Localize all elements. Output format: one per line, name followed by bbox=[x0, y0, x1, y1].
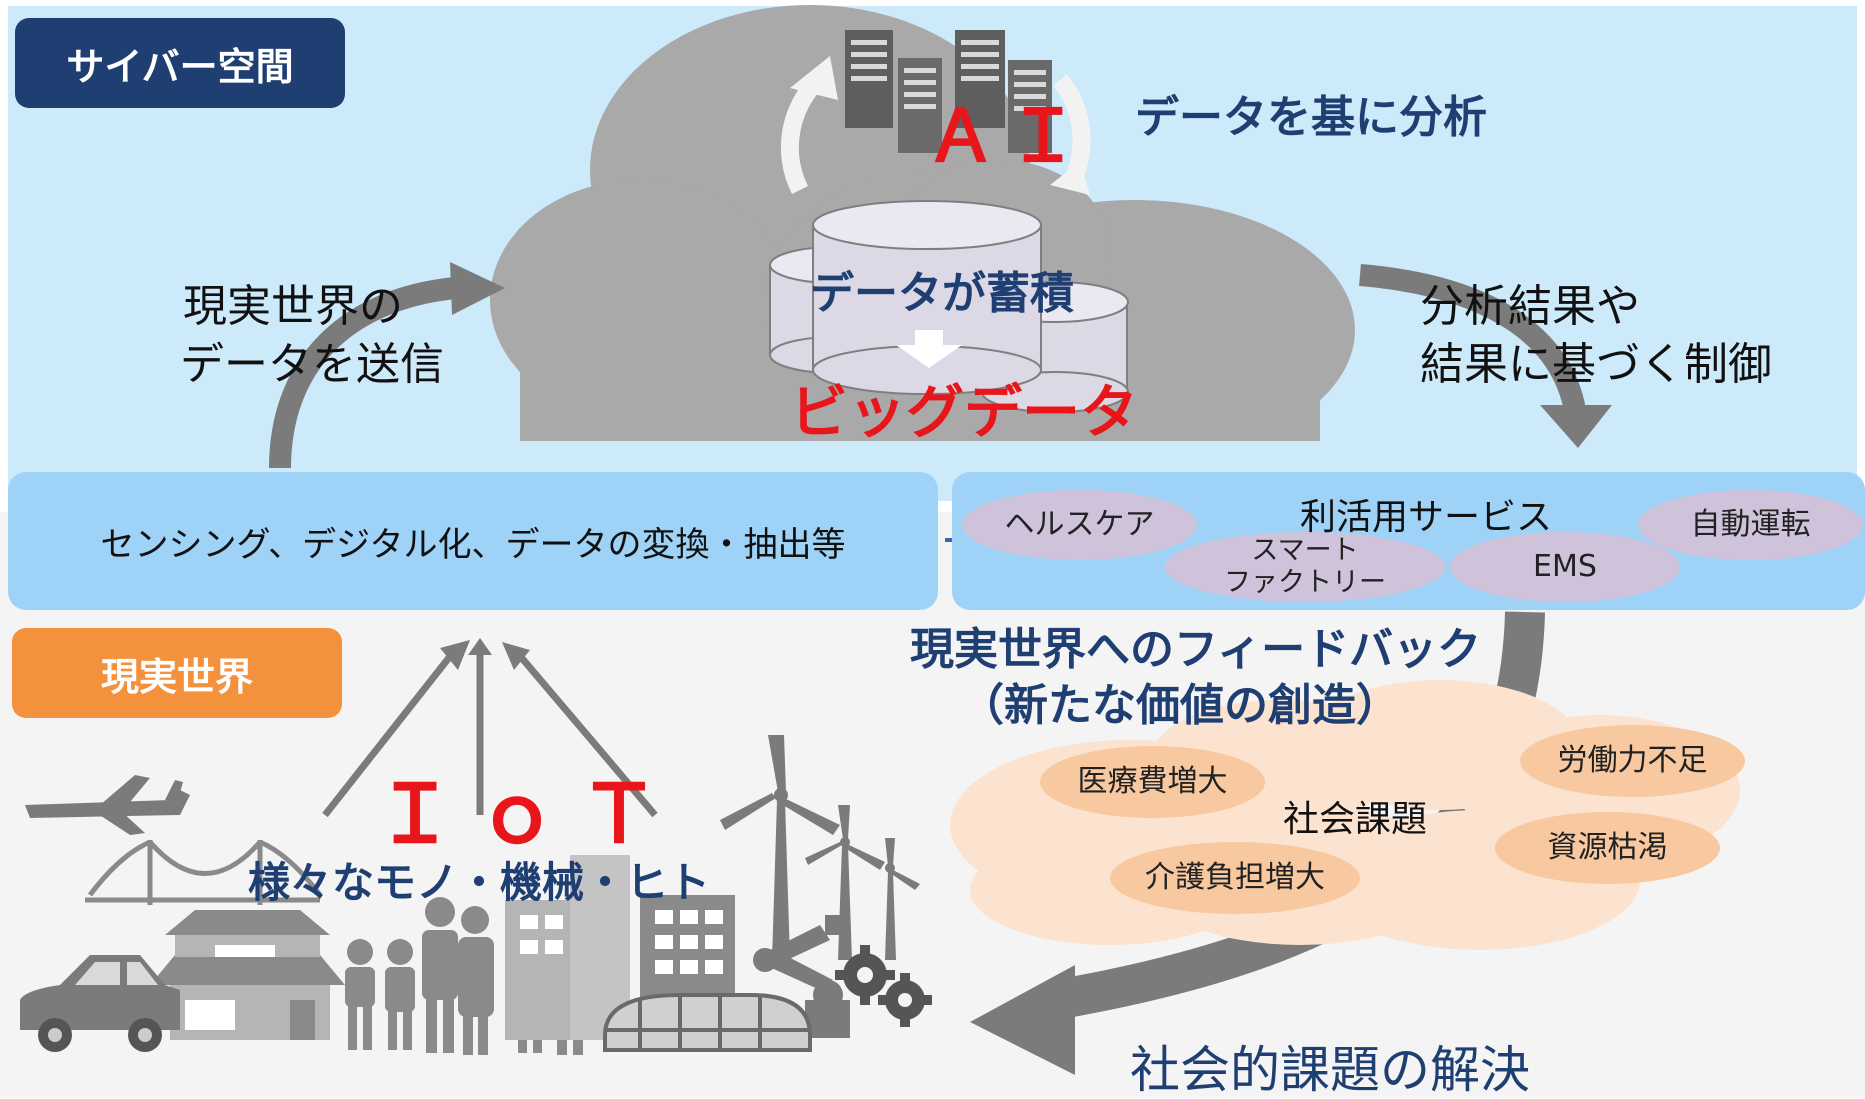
down-arrow-icon bbox=[896, 330, 962, 368]
service-item-healthcare: ヘルスケア bbox=[962, 490, 1197, 560]
greenhouse-icon bbox=[603, 993, 812, 1052]
control-label-line2: 結果に基づく制御 bbox=[1420, 339, 1772, 390]
cycle-arrowhead-left bbox=[790, 56, 838, 100]
ai-caption: データを基に分析 bbox=[1135, 92, 1487, 143]
accumulate-label: データが蓄積 bbox=[810, 268, 1074, 319]
iot-label: ＩｏＴ bbox=[375, 768, 681, 861]
bigdata-label: ビッグデータ bbox=[790, 378, 1139, 446]
server-rack-icon bbox=[845, 30, 1052, 153]
real-world-label: 現実世界 bbox=[12, 628, 342, 718]
social-issue-labor-shortage: 労働力不足 bbox=[1520, 725, 1745, 797]
iot-arrowhead-2 bbox=[468, 638, 492, 655]
building-icon bbox=[505, 855, 735, 1040]
iot-arrows bbox=[322, 647, 658, 818]
iot-arrowhead-1 bbox=[440, 640, 470, 670]
service-item-smart-factory: スマート ファクトリー bbox=[1165, 532, 1445, 602]
social-issue-care-burden: 介護負担増大 bbox=[1110, 842, 1360, 914]
service-item-autonomous-driving: 自動運転 bbox=[1638, 490, 1863, 560]
feedback-label-line2: （新たな価値の創造） bbox=[960, 680, 1400, 731]
feedback-arrowhead bbox=[970, 965, 1075, 1075]
iot-caption: 様々なモノ・機械・ヒト bbox=[248, 858, 711, 907]
house-icon bbox=[150, 910, 345, 1040]
iot-arrowhead-3 bbox=[502, 642, 530, 670]
social-issue-resource-depletion: 資源枯渇 bbox=[1495, 812, 1720, 884]
car-icon bbox=[20, 955, 180, 1052]
sensing-bar: センシング、デジタル化、データの変換・抽出等 bbox=[8, 472, 938, 610]
solution-label: 社会的課題の解決 bbox=[1130, 1041, 1530, 1099]
social-issues-title: 社会課題 bbox=[1283, 799, 1428, 840]
cyber-space-label: サイバー空間 bbox=[15, 18, 345, 108]
sensing-label: センシング、デジタル化、データの変換・抽出等 bbox=[100, 524, 846, 565]
send-arrow bbox=[269, 277, 457, 469]
send-label-line1: 現実世界の bbox=[183, 281, 403, 332]
cycle-arrowhead-right bbox=[1050, 162, 1090, 195]
send-arrowhead bbox=[450, 262, 505, 315]
service-item-ems: EMS bbox=[1450, 532, 1680, 602]
control-label-line1: 分析結果や bbox=[1420, 281, 1640, 332]
gear-icon bbox=[835, 945, 932, 1027]
robot-arm-icon bbox=[753, 915, 850, 1038]
airplane-icon bbox=[25, 775, 190, 835]
send-label-line2: データを送信 bbox=[180, 339, 444, 390]
feedback-label-line1: 現実世界へのフィードバック bbox=[910, 624, 1482, 675]
social-issue-medical-costs: 医療費増大 bbox=[1040, 746, 1265, 818]
control-arrowhead bbox=[1540, 405, 1612, 448]
ai-label: ＡＩ bbox=[925, 94, 1090, 178]
services-title: 利活用サービス bbox=[1300, 497, 1553, 538]
control-arrow bbox=[1359, 264, 1586, 413]
bridge-icon bbox=[85, 839, 322, 905]
